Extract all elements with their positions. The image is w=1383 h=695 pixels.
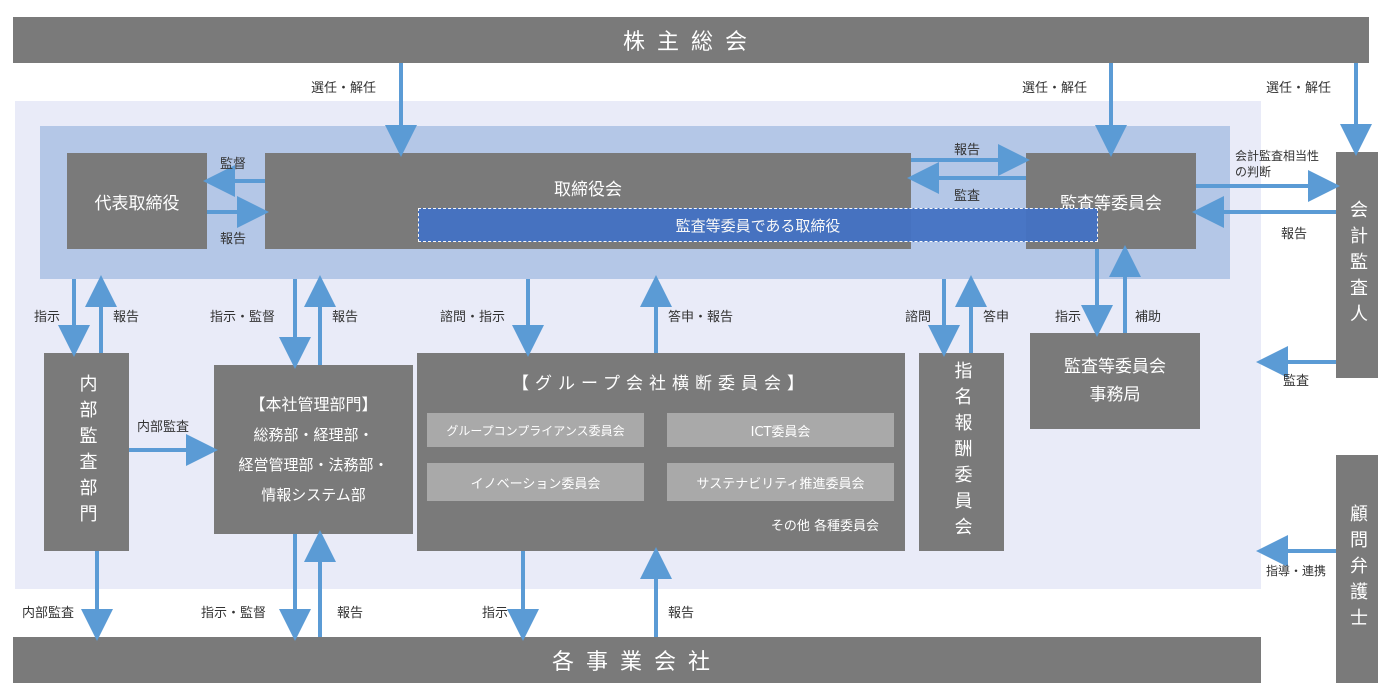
label-instruct-ao: 指示: [1055, 310, 1082, 325]
committee-compliance: グループコンプライアンス委員会: [427, 413, 644, 447]
internal-audit-dept: 内部監査部門: [44, 353, 129, 551]
committee-ict: ICT委員会: [667, 413, 894, 447]
committee-compliance-label: グループコンプライアンス委員会: [446, 423, 625, 438]
accounting-auditor-label: 会計監査人: [1347, 200, 1368, 330]
label-report-hq: 報告: [332, 310, 359, 325]
label-internal-audit: 内部監査: [137, 420, 190, 435]
label-report-ac: 報告: [954, 143, 981, 158]
label-instruct-ia: 指示: [34, 310, 61, 325]
hq-line-2: 経営管理部・法務部・: [238, 455, 389, 474]
shareholders-meeting-label: 株主総会: [622, 30, 759, 55]
label-internal-audit-bottom: 内部監査: [22, 606, 75, 621]
audit-office-line-2: 事務局: [1089, 385, 1141, 405]
operating-companies-label: 各事業会社: [551, 650, 722, 675]
accounting-auditor: 会計監査人: [1336, 152, 1378, 378]
label-audit-aa: 監査: [1283, 374, 1310, 389]
committee-ict-label: ICT委員会: [750, 424, 811, 440]
label-guide: 指導・連携: [1266, 564, 1327, 578]
label-elect-3: 選任・解任: [1266, 81, 1332, 96]
audit-office-line-1: 監査等委員会: [1064, 357, 1166, 377]
internal-audit-dept-label: 内部監査部門: [76, 374, 98, 530]
label-report-aa: 報告: [1281, 227, 1308, 242]
committee-innovation-label: イノベーション委員会: [470, 476, 601, 492]
label-acct-judge-2: の判断: [1235, 165, 1272, 179]
label-elect-1: 選任・解任: [311, 81, 377, 96]
label-assist-ao: 補助: [1135, 310, 1162, 325]
hq-title: 【本社管理部門】: [249, 394, 378, 414]
label-consult-gc: 諮問・指示: [440, 310, 506, 325]
hq-line-3: 情報システム部: [261, 485, 366, 504]
representative-director-label: 代表取締役: [94, 193, 180, 214]
label-acct-judge-1: 会計監査相当性: [1235, 149, 1320, 163]
label-report-hq-b: 報告: [337, 606, 364, 621]
label-consult-nm: 諮問: [905, 310, 932, 325]
label-instruct-gc-b: 指示: [482, 606, 509, 621]
operating-companies: 各事業会社: [13, 637, 1261, 683]
nomination-committee-label: 指名報酬委員会: [951, 361, 973, 543]
audit-committee-office: 監査等委員会 事務局: [1030, 333, 1200, 429]
other-committees: その他 各種委員会: [770, 519, 879, 534]
hq-management: 【本社管理部門】 総務部・経理部・ 経営管理部・法務部・ 情報システム部: [214, 365, 413, 534]
audit-committee-director-band: 監査等委員である取締役: [418, 208, 1098, 242]
legal-advisor: 顧問弁護士: [1336, 455, 1378, 683]
label-audit-ac: 監査: [954, 189, 981, 204]
group-committee: 【グループ会社横断委員会】 グループコンプライアンス委員会 ICT委員会 イノベ…: [417, 353, 905, 551]
committee-sustainability: サステナビリティ推進委員会: [667, 463, 894, 501]
label-supervise: 監督: [220, 157, 247, 172]
committee-innovation: イノベーション委員会: [427, 463, 644, 501]
label-report-ia: 報告: [113, 310, 140, 325]
group-committee-title: 【グループ会社横断委員会】: [512, 374, 810, 394]
committee-sustainability-label: サステナビリティ推進委員会: [696, 476, 865, 492]
shareholders-meeting: 株主総会: [13, 17, 1369, 63]
nomination-committee: 指名報酬委員会: [919, 353, 1004, 551]
audit-committee-director-label: 監査等委員である取締役: [675, 216, 841, 235]
label-report-gc-b: 報告: [668, 606, 695, 621]
label-reply-gc: 答申・報告: [668, 310, 734, 325]
label-instruct-hq-b: 指示・監督: [201, 606, 267, 621]
label-instruct-hq: 指示・監督: [210, 310, 276, 325]
label-reply-nm: 答申: [983, 310, 1010, 325]
board-of-directors-label: 取締役会: [554, 180, 622, 200]
representative-director: 代表取締役: [67, 153, 207, 249]
label-elect-2: 選任・解任: [1022, 81, 1088, 96]
label-report-rep: 報告: [220, 232, 247, 247]
legal-advisor-label: 顧問弁護士: [1347, 504, 1368, 634]
hq-line-1: 総務部・経理部・: [253, 425, 374, 444]
